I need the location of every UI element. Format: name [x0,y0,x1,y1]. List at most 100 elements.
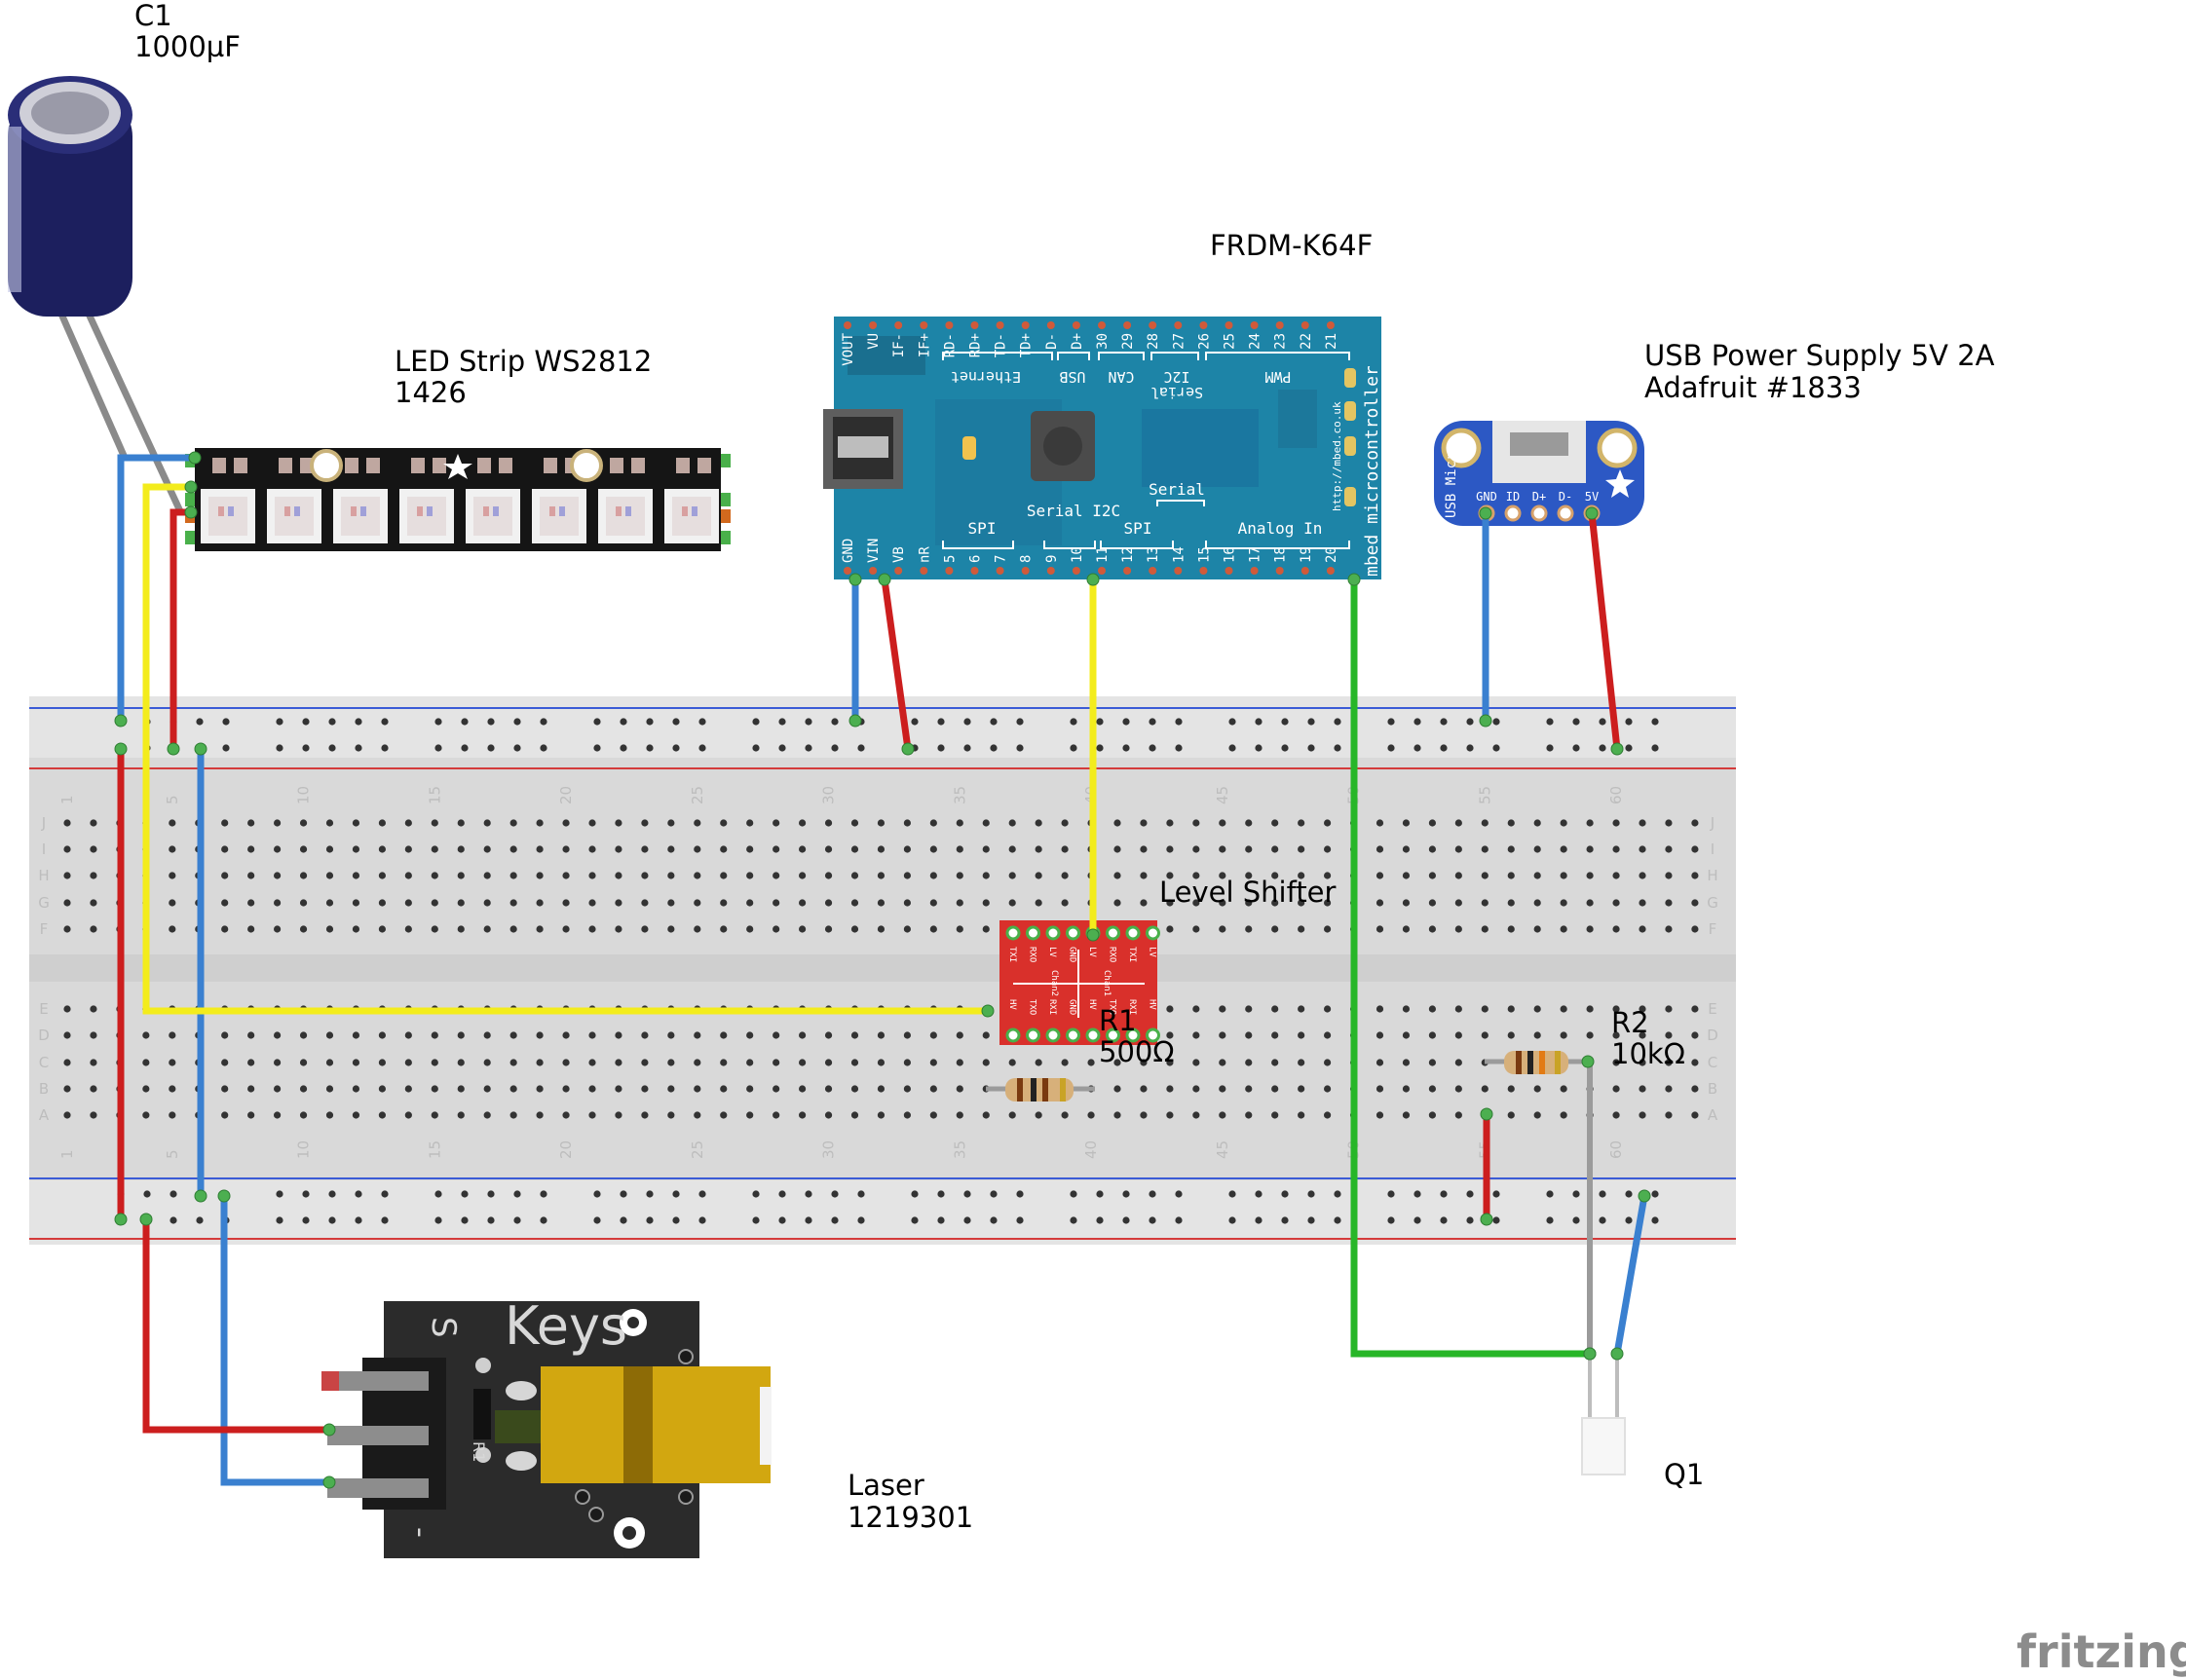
mcu-mid-serial: Serial [1149,480,1205,499]
wire-ground [220,1196,329,1486]
mcu-bottom-pin-label: GND [841,539,856,563]
laser-part: 1219301 [848,1501,973,1534]
column-number: 60 [1607,786,1625,804]
wire-endpoint [114,714,128,728]
wire-endpoint [184,480,198,494]
mcu-top-pin-label: 27 [1171,333,1187,350]
mcu-bottom-pin-label: 11 [1095,546,1111,563]
mcu-group-spi-2: SPI [1124,519,1152,538]
column-number: 5 [164,1149,181,1159]
wire-endpoint [981,1004,995,1018]
mcu-bottom-pin-label: 14 [1171,546,1187,563]
usb-supply-title: USB Power Supply 5V 2A [1644,339,1995,372]
resistor-r2 [1485,1051,1588,1074]
mcu-group-usb: USB [1059,368,1085,386]
mcu-top-pin-label: TD- [994,333,1009,357]
column-number: 15 [426,1140,443,1159]
mcu-title: FRDM-K64F [1210,229,1373,262]
wire-endpoint [322,1423,336,1437]
column-number: 25 [689,786,706,804]
ls-top-pin-label: TXI [1127,947,1137,962]
mcu-group-analog-in: Analog In [1238,519,1323,538]
mcu-bottom-pin-label: 6 [968,555,984,563]
r2-value: 10kΩ [1611,1037,1685,1070]
mcu-bottom-pin-label: 19 [1299,546,1314,563]
usb-pin-label: ID [1506,490,1520,504]
column-number: 45 [1214,1140,1231,1159]
column-number: 1 [58,1149,76,1159]
breadboard: JIHGFEDCBAJIHGFEDCBA11551010151520202525… [29,696,1736,1245]
mcu-top-pin-label: RD+ [968,333,984,357]
ls-chan-label: Chan2 [1049,970,1059,996]
mcu-group-serial-top: Serial [1150,384,1203,401]
row-letter: C [1708,1054,1717,1071]
row-letter: G [1707,894,1718,912]
column-number: 55 [1476,786,1493,804]
row-letter: C [39,1054,49,1071]
ls-bottom-pin-label: TXO [1108,999,1117,1015]
wire-endpoint [1610,742,1624,756]
column-number: 40 [1082,1140,1100,1159]
wire-endpoint [188,451,202,465]
wire-signal [142,483,988,1015]
wire-power [1588,512,1621,750]
mcu-top-pin-label: VU [866,333,882,350]
mcu-top-pin-label: 25 [1223,333,1238,350]
wire-endpoint [114,742,128,756]
wire-endpoint [878,573,891,586]
wire-endpoint [139,1213,153,1226]
mcu-top-pin-label: 24 [1248,333,1263,350]
mcu-bottom-pin-label: 8 [1019,555,1035,563]
wire-endpoint [167,742,180,756]
laser-board-brand: Keys [505,1295,627,1357]
column-number: 60 [1607,1140,1625,1159]
column-number: 35 [951,1140,968,1159]
ls-bottom-pin-label: HV [1148,999,1157,1010]
laser-module: Keys S - R1 [321,1295,772,1558]
laser-board-r1: R1 [470,1441,488,1462]
column-number: 20 [557,1140,575,1159]
column-number: 20 [557,786,575,804]
wire-endpoint [184,505,198,519]
transistor-q1 [1581,1354,1626,1475]
mcu-group-can: CAN [1108,368,1134,386]
column-number: 5 [164,795,181,804]
wire-endpoint [1479,506,1492,520]
capacitor-ref: C1 [134,0,172,32]
mcu-group-spi-1: SPI [968,519,997,538]
usb-pin-label: D- [1559,490,1572,504]
mcu-group-pwm: PWM [1264,368,1291,386]
usb-pin-label: 5V [1585,490,1599,504]
mcu-bottom-pin-label: 17 [1248,546,1263,563]
ls-bottom-pin-label: GND [1068,999,1077,1015]
ls-bottom-pin-label: HV [1007,999,1017,1010]
ls-top-pin-label: RXO [1028,947,1037,962]
wires [114,451,1651,1489]
ls-top-pin-label: LV [1148,947,1157,957]
mcu-top-pin-label: 30 [1095,333,1111,350]
ls-bottom-pin-label: TXO [1028,999,1037,1015]
row-letter: B [39,1080,49,1098]
row-letter: H [38,867,49,884]
usb-pin-label: GND [1476,490,1497,504]
mcu-top-pin-label: 29 [1120,333,1136,350]
mcu-bottom-pin-label: 15 [1196,546,1212,563]
mcu-top-pin-label: IF+ [917,333,932,357]
led-icon [962,436,976,460]
wire-power [142,1219,329,1434]
row-letter: A [1708,1106,1718,1124]
wire-endpoint [1480,1213,1493,1226]
mcu-bottom-pin-label: 5 [942,555,958,563]
row-letter: B [1708,1080,1717,1098]
mcu-bottom-pin-label: 16 [1223,546,1238,563]
ls-top-pin-label: TXI [1007,947,1017,962]
mcu-top-pin-label: D- [1044,333,1060,350]
mcu-top-pin-label: 23 [1273,333,1289,350]
column-number: 25 [689,1140,706,1159]
row-letter: J [1710,814,1715,832]
capacitor-c1 [8,76,184,513]
mcu-bottom-pin-label: 12 [1120,546,1136,563]
